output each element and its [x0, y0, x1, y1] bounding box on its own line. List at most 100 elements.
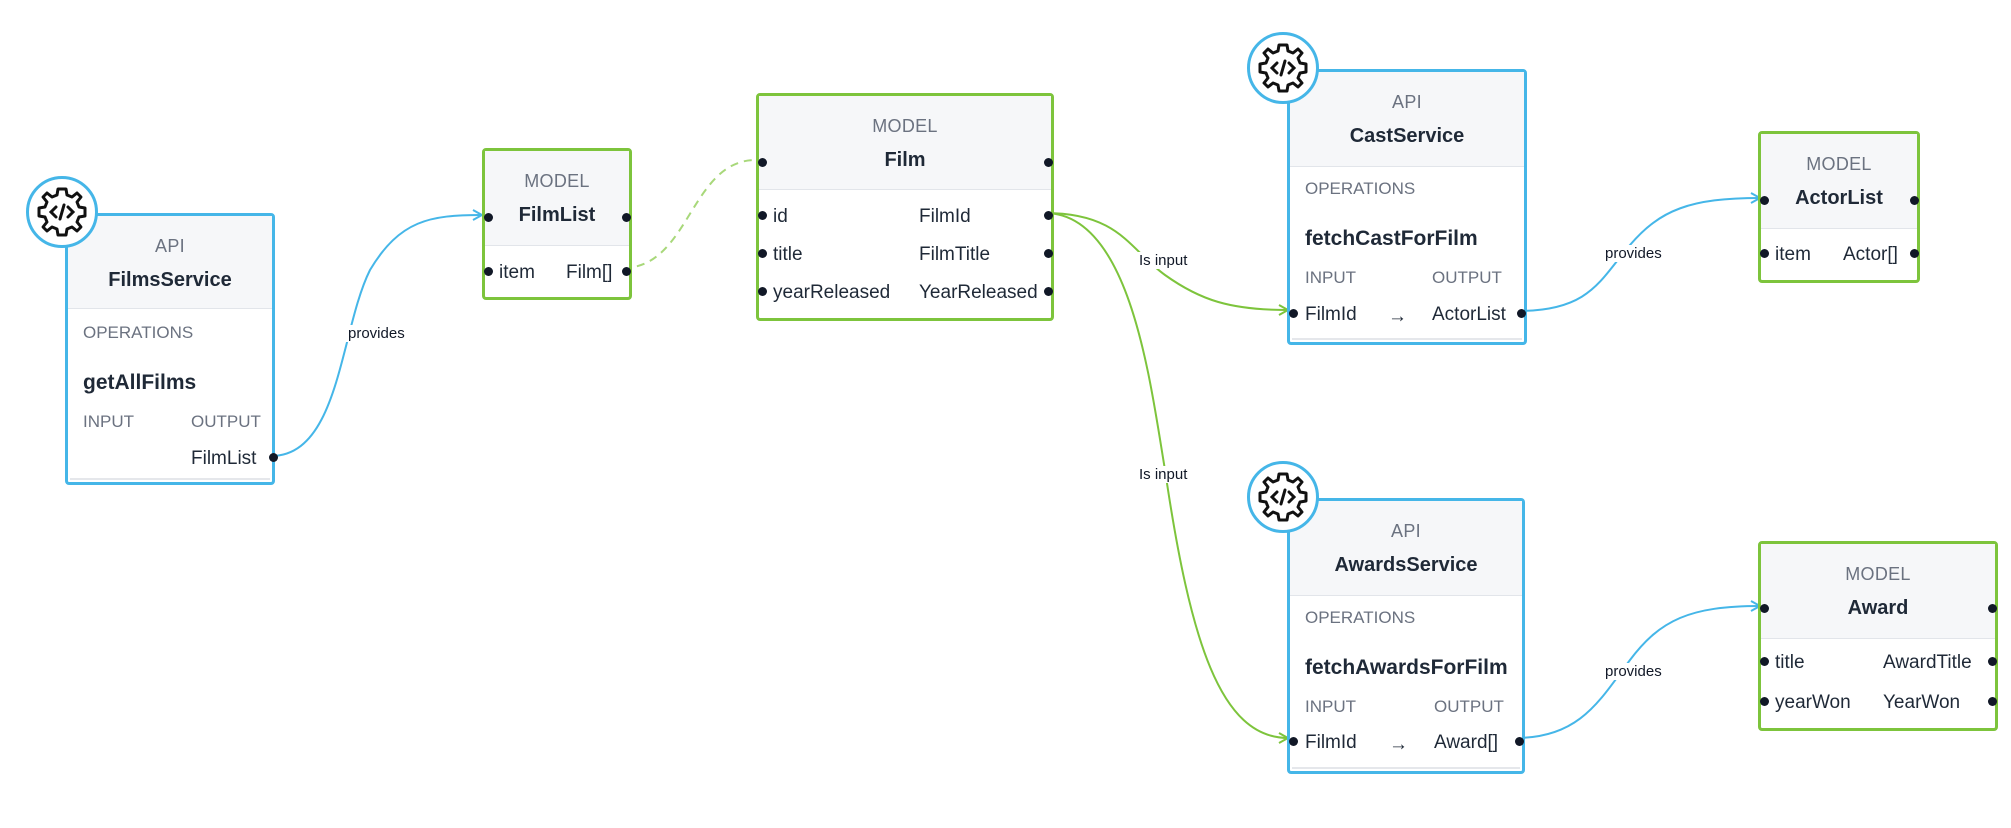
edge-films-provides-filmlist — [270, 215, 482, 457]
operation-name[interactable]: fetchAwardsForFilm — [1305, 656, 1508, 679]
gear-code-icon — [37, 187, 87, 237]
gear-code-icon — [1258, 472, 1308, 522]
edge-label-awards-is-input: Is input — [1137, 466, 1190, 483]
actor-list-node[interactable]: MODEL ActorList item Actor[] — [1758, 131, 1920, 283]
output-port[interactable] — [622, 213, 631, 222]
film-list-header: MODEL FilmList — [485, 151, 629, 246]
edge-label-awards-provides: provides — [1603, 663, 1664, 680]
field-out-port[interactable] — [1044, 249, 1053, 258]
input-label: INPUT — [83, 412, 134, 431]
field-type: Actor[] — [1843, 244, 1898, 265]
output-port[interactable] — [1988, 604, 1997, 613]
field-in-port[interactable] — [758, 249, 767, 258]
cast-service-header: API CastService — [1290, 72, 1524, 167]
node-footer-line — [1292, 767, 1520, 769]
operations-label: OPERATIONS — [83, 323, 194, 342]
awards-service-node[interactable]: API AwardsService OPERATIONS fetchAwards… — [1287, 498, 1525, 774]
node-title: AwardsService — [1334, 554, 1478, 576]
field-name: id — [773, 206, 788, 227]
field-out-port[interactable] — [1988, 697, 1997, 706]
operation-name[interactable]: getAllFilms — [83, 371, 197, 394]
edge-label-cast-provides: provides — [1603, 245, 1664, 262]
field-name: title — [773, 244, 803, 265]
operation-name[interactable]: fetchCastForFilm — [1305, 227, 1478, 250]
node-kind-label: MODEL — [1806, 154, 1872, 174]
cast-service-node[interactable]: API CastService OPERATIONS fetchCastForF… — [1287, 69, 1527, 345]
output-port[interactable] — [1517, 309, 1526, 318]
field-name: title — [1775, 652, 1805, 673]
input-port[interactable] — [1760, 196, 1769, 205]
output-port[interactable] — [1515, 737, 1524, 746]
edge-awards-provides-award — [1515, 606, 1760, 739]
output-label: OUTPUT — [1432, 268, 1502, 287]
output-type: Award[] — [1434, 732, 1499, 753]
field-out-port[interactable] — [1910, 249, 1919, 258]
node-footer-line — [1292, 338, 1522, 340]
input-port[interactable] — [1289, 309, 1298, 318]
input-label: INPUT — [1305, 268, 1356, 287]
field-out-port[interactable] — [1044, 211, 1053, 220]
output-type: ActorList — [1432, 304, 1506, 325]
field-out-port[interactable] — [1044, 287, 1053, 296]
award-header: MODEL Award — [1761, 544, 1995, 639]
edge-film-is-input-cast — [1044, 212, 1288, 310]
film-node[interactable]: MODEL Film id FilmId title FilmTitle yea… — [756, 93, 1054, 321]
input-port[interactable] — [758, 158, 767, 167]
field-type: YearWon — [1883, 692, 1961, 713]
output-port[interactable] — [1044, 158, 1053, 167]
input-port[interactable] — [484, 213, 493, 222]
input-port[interactable] — [1289, 737, 1298, 746]
field-type: AwardTitle — [1883, 652, 1972, 673]
node-title: CastService — [1349, 125, 1465, 147]
field-in-port[interactable] — [1760, 657, 1769, 666]
field-in-port[interactable] — [758, 287, 767, 296]
film-list-node[interactable]: MODEL FilmList item Film[] — [482, 148, 632, 300]
field-in-port[interactable] — [484, 267, 493, 276]
awards-service-header: API AwardsService — [1290, 501, 1522, 596]
node-kind-label: MODEL — [872, 116, 938, 136]
films-service-node[interactable]: API FilmsService OPERATIONS getAllFilms … — [65, 213, 278, 485]
gear-code-icon — [1258, 43, 1308, 93]
field-type: FilmTitle — [919, 244, 991, 265]
edge-filmlist-film-dashed — [622, 159, 757, 269]
node-kind-label: MODEL — [524, 171, 590, 191]
node-kind-label: API — [155, 236, 185, 256]
field-in-port[interactable] — [1760, 697, 1769, 706]
field-in-port[interactable] — [1760, 249, 1769, 258]
node-kind-label: MODEL — [1845, 564, 1911, 584]
node-footer-line — [70, 478, 270, 480]
output-port[interactable] — [1910, 196, 1919, 205]
field-in-port[interactable] — [758, 211, 767, 220]
films-service-badge — [26, 176, 98, 248]
io-arrow: → — [1388, 306, 1407, 327]
field-name: item — [499, 262, 535, 283]
awards-service-badge — [1247, 461, 1319, 533]
edge-label-films-provides: provides — [346, 325, 407, 342]
input-type: FilmId — [1305, 304, 1357, 325]
output-port[interactable] — [269, 453, 278, 462]
field-type: Film[] — [566, 262, 613, 283]
field-out-port[interactable] — [622, 267, 631, 276]
node-title: FilmList — [518, 204, 596, 226]
output-type: FilmList — [191, 448, 257, 469]
award-node[interactable]: MODEL Award title AwardTitle yearWon Yea… — [1758, 541, 1998, 731]
input-port[interactable] — [1760, 604, 1769, 613]
input-type: FilmId — [1305, 732, 1357, 753]
output-label: OUTPUT — [191, 412, 261, 431]
node-kind-label: API — [1392, 92, 1422, 112]
operations-label: OPERATIONS — [1305, 179, 1416, 198]
field-out-port[interactable] — [1988, 657, 1997, 666]
node-title: FilmsService — [108, 269, 232, 291]
film-header: MODEL Film — [759, 96, 1051, 190]
io-arrow: → — [1389, 734, 1408, 755]
edge-label-cast-is-input: Is input — [1137, 252, 1190, 269]
field-name: yearReleased — [773, 282, 891, 303]
input-label: INPUT — [1305, 697, 1356, 716]
field-name: item — [1775, 244, 1811, 265]
output-label: OUTPUT — [1434, 697, 1504, 716]
node-title: Film — [884, 149, 926, 171]
actor-list-header: MODEL ActorList — [1761, 134, 1917, 229]
films-service-header: API FilmsService — [68, 216, 272, 309]
field-type: FilmId — [919, 206, 971, 227]
node-kind-label: API — [1391, 521, 1421, 541]
